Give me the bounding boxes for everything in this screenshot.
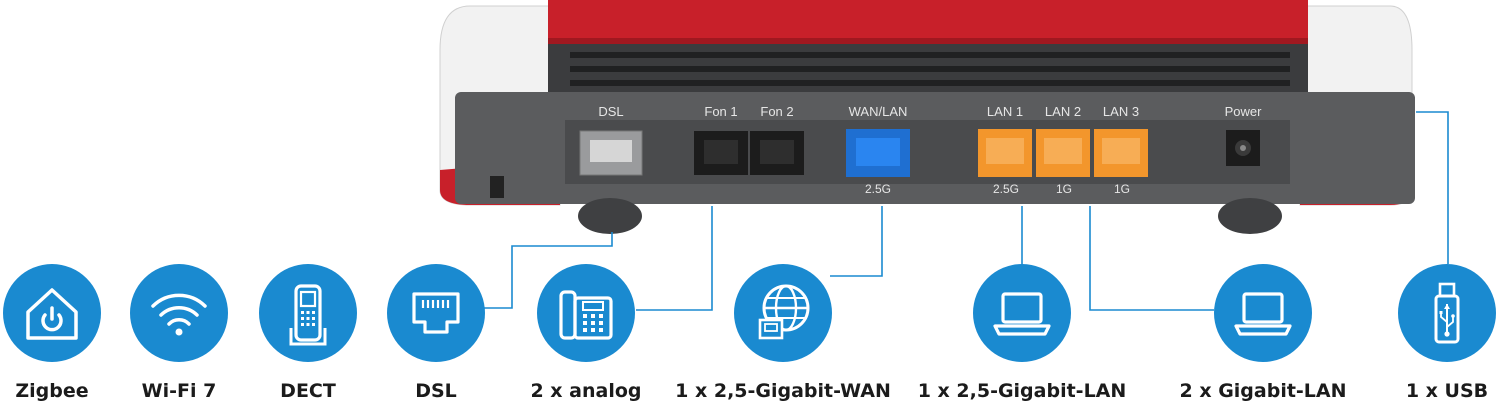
feature-caption-zigbee: Zigbee bbox=[15, 380, 89, 402]
wifi-badge bbox=[130, 264, 228, 362]
router-image: DSL Fon 1 Fon 2 WAN/LAN LAN 1 LAN 2 LAN … bbox=[439, 0, 1415, 234]
wifi-icon bbox=[151, 293, 207, 336]
feature-caption-dsl: DSL bbox=[415, 380, 457, 402]
dsl-badge bbox=[387, 264, 485, 362]
usb-badge bbox=[1398, 264, 1496, 362]
usb-stick-icon bbox=[1434, 282, 1460, 344]
lan-1g-badge bbox=[1214, 264, 1312, 362]
lan-25g-badge bbox=[973, 264, 1071, 362]
port-label-dsl: DSL bbox=[598, 104, 624, 119]
port-label-lan3: LAN 3 bbox=[1102, 104, 1140, 119]
feature-caption-analog: 2 x analog bbox=[530, 380, 642, 402]
router-body-graphic bbox=[439, 0, 1415, 234]
cordless-phone-icon bbox=[289, 284, 327, 346]
speed-label-wan: 2.5G bbox=[864, 182, 891, 196]
port-label-power: Power bbox=[1224, 104, 1262, 119]
smart-home-power-icon bbox=[26, 288, 78, 340]
desk-phone-icon bbox=[559, 290, 613, 340]
laptop-icon bbox=[1234, 292, 1292, 336]
feature-caption-usb: 1 x USB bbox=[1405, 380, 1489, 402]
speed-label-lan2: 1G bbox=[1055, 182, 1072, 196]
port-label-lan1: LAN 1 bbox=[986, 104, 1024, 119]
globe-icon bbox=[758, 284, 810, 340]
feature-caption-dect: DECT bbox=[280, 380, 336, 402]
feature-caption-lan25: 1 x 2,5-Gigabit-LAN bbox=[917, 380, 1127, 402]
port-label-wanlan: WAN/LAN bbox=[848, 104, 908, 119]
port-label-lan2: LAN 2 bbox=[1044, 104, 1082, 119]
feature-caption-lan1g: 2 x Gigabit-LAN bbox=[1179, 380, 1347, 402]
analog-badge bbox=[537, 264, 635, 362]
zigbee-badge bbox=[3, 264, 101, 362]
speed-label-lan3: 1G bbox=[1113, 182, 1130, 196]
dect-badge bbox=[259, 264, 357, 362]
port-label-fon2: Fon 2 bbox=[760, 104, 794, 119]
feature-caption-wifi: Wi-Fi 7 bbox=[141, 380, 217, 402]
laptop-icon bbox=[993, 292, 1051, 336]
ethernet-port-icon bbox=[412, 292, 460, 334]
port-label-fon1: Fon 1 bbox=[704, 104, 738, 119]
feature-caption-wan: 1 x 2,5-Gigabit-WAN bbox=[675, 380, 891, 402]
wan-badge bbox=[734, 264, 832, 362]
speed-label-lan1: 2.5G bbox=[992, 182, 1019, 196]
